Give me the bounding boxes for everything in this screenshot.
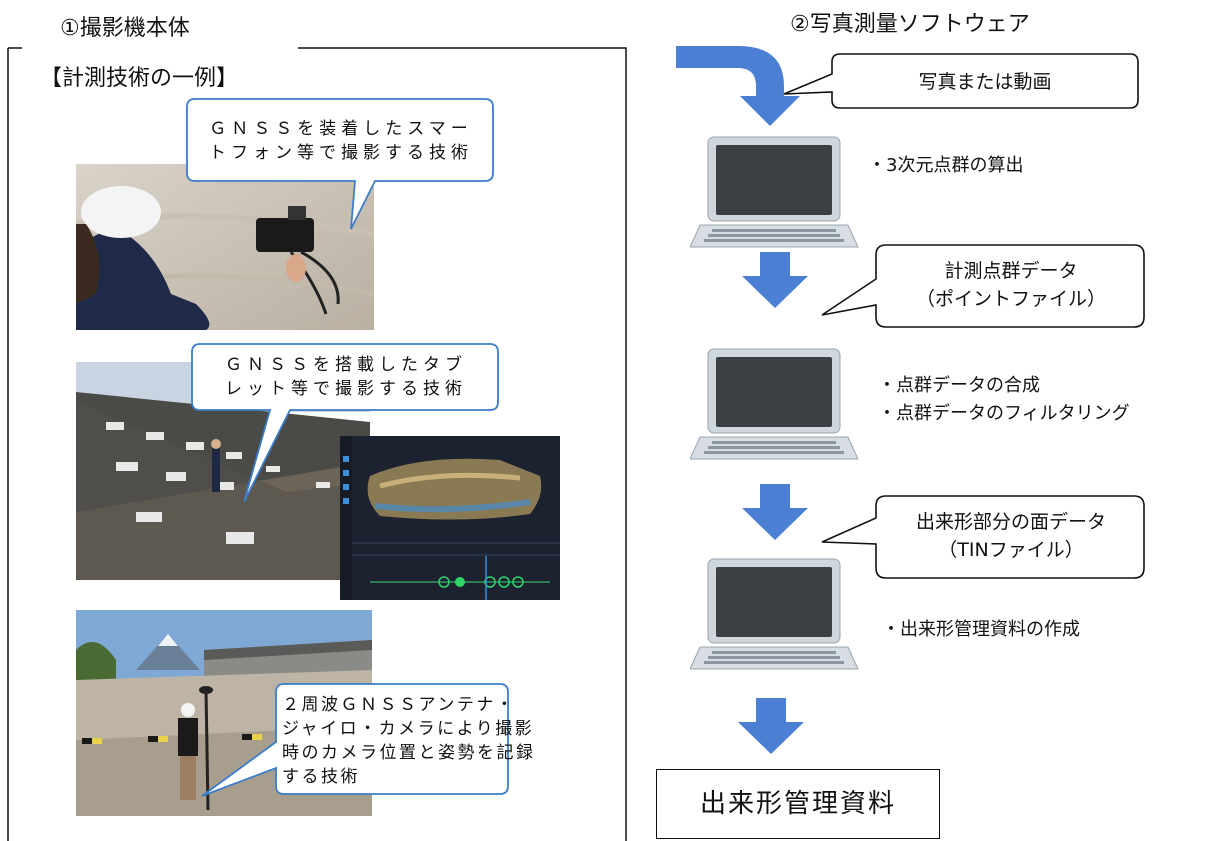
step-2-line1: ・点群データの合成: [878, 375, 1040, 396]
callout-bubble-3: [201, 683, 509, 797]
step-3-text: ・出来形管理資料の作成: [882, 619, 1080, 640]
callout-bubble-2: [191, 343, 499, 503]
callout-3-line1: ２周波ＧＮＳＳアンテナ・: [282, 695, 516, 715]
input-label: 写真または動画: [918, 71, 1052, 93]
photo-smartphone-gnss: [76, 164, 374, 330]
down-arrow-1: [742, 252, 808, 308]
down-arrow-3: [738, 698, 804, 754]
callout-bubble-1: [186, 98, 494, 230]
left-panel-frame: [7, 47, 627, 841]
output-1-line2: （ポイントファイル）: [915, 288, 1106, 310]
callout-1-line2: トフォン等で撮影する技術: [209, 143, 473, 163]
output-2-line1: 出来形部分の面データ: [915, 511, 1106, 533]
laptop-icon-1: [690, 136, 859, 248]
callout-3-line3: 時のカメラ位置と姿勢を記録: [282, 743, 536, 763]
callout-2-line1: ＧＮＳＳを搭載したタブ: [225, 355, 467, 375]
output-callout-1: [821, 244, 1145, 328]
measurement-tech-subtitle: 【計測技術の一例】: [40, 66, 239, 91]
callout-3-line2: ジャイロ・カメラにより撮影: [282, 719, 535, 739]
output-2-line2: （TINファイル）: [938, 539, 1084, 561]
step-2-line2: ・点群データのフィルタリング: [878, 403, 1130, 424]
left-panel-title: ①撮影機本体: [60, 10, 190, 42]
callout-3-line4: する技術: [282, 767, 360, 787]
final-output-box: 出来形管理資料: [656, 769, 940, 839]
callout-1-line1: ＧＮＳＳを装着したスマー: [209, 119, 473, 139]
output-callout-2: [821, 495, 1145, 579]
laptop-icon-2: [690, 348, 859, 460]
output-1-line1: 計測点群データ: [944, 260, 1078, 282]
step-1-text: ・3次元点群の算出: [868, 155, 1024, 176]
input-curved-arrow: [676, 46, 800, 126]
right-panel-title: ②写真測量ソフトウェア: [790, 12, 1030, 37]
callout-2-line2: レット等で撮影する技術: [225, 379, 467, 399]
input-callout: [783, 53, 1139, 109]
laptop-icon-3: [690, 558, 859, 670]
down-arrow-2: [742, 484, 808, 540]
point-cloud-software-screenshot: [340, 436, 560, 600]
